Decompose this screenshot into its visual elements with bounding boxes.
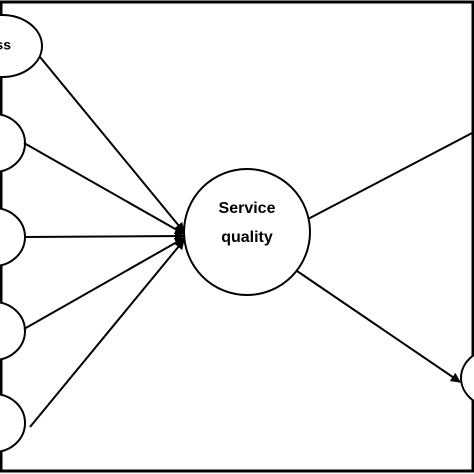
arrow-left-node-4-to-service-quality [23, 237, 185, 330]
arrow-service-quality-to-right-node-2 [296, 270, 461, 383]
left-node-2 [0, 113, 26, 173]
arrow-left-node-5-to-service-quality [29, 239, 185, 428]
arrow-left-node-2-to-service-quality [23, 142, 185, 235]
left-node-1-label: ss [0, 37, 11, 53]
left-node-1 [0, 14, 43, 78]
service-quality-label-line1: Service [219, 200, 276, 217]
arrow-left-node-3-to-service-quality [24, 231, 185, 242]
left-node-5 [0, 393, 26, 453]
service-quality-label-line2: quality [221, 229, 273, 246]
right-node-2 [460, 353, 474, 403]
arrow-left-node-1-to-service-quality [39, 56, 185, 233]
path-service-quality-to-right-node-1 [307, 131, 474, 220]
left-node-3 [0, 207, 26, 267]
left-node-4 [0, 301, 26, 361]
service-quality-node [183, 168, 311, 296]
